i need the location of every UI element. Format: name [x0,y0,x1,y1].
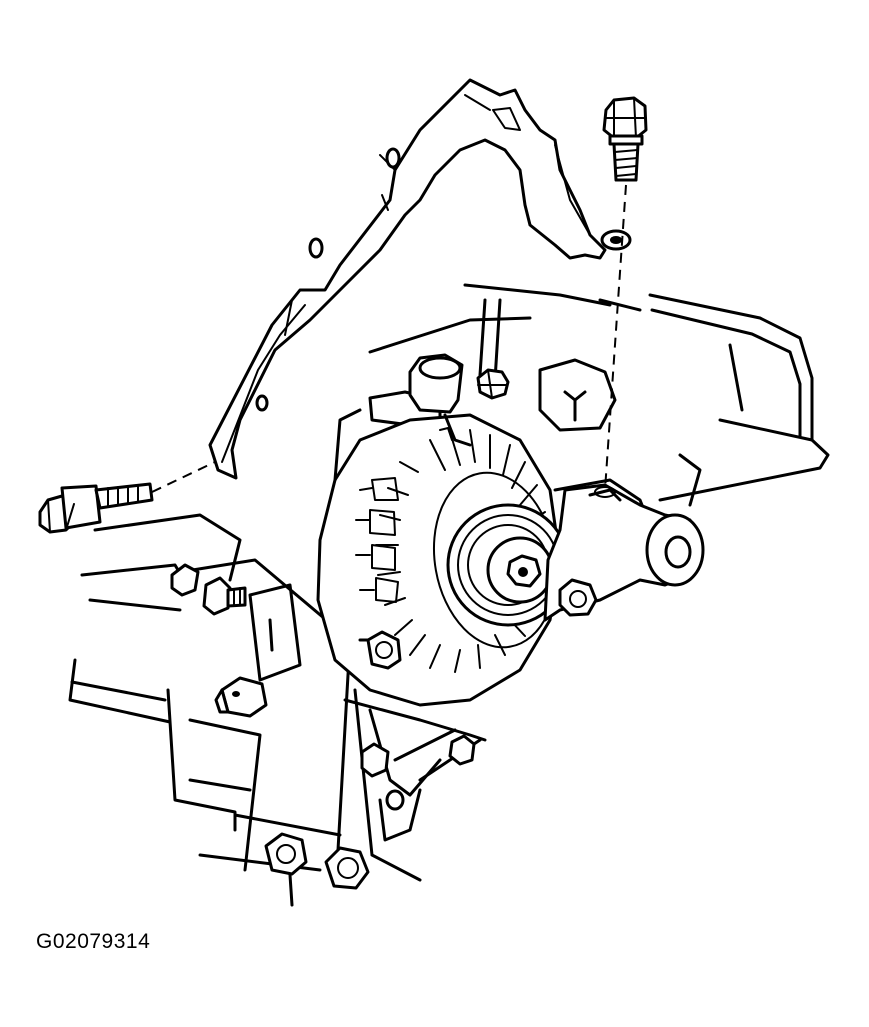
top-bolt [602,96,648,491]
alternator [316,353,570,707]
figure-id-code: G02079314 [36,930,151,953]
pulley [446,503,570,627]
upper-nut [476,368,510,400]
lower-left-stud [170,563,247,616]
upper-bracket [208,78,632,480]
bracket-nut [558,578,598,617]
lower-engine-housing [68,513,487,907]
bottom-nuts [264,734,476,890]
side-bolt [38,461,216,534]
left-pivot-bolt [358,630,402,670]
lower-block-nut [214,676,268,718]
